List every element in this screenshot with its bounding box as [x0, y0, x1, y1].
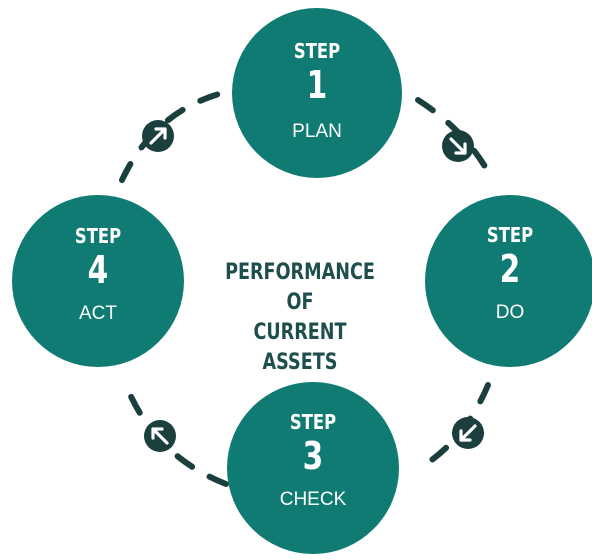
step-1-label: PLAN — [292, 121, 342, 142]
step-3-number: 3 — [302, 434, 324, 478]
center-title-line-1: PERFORMANCE OF — [225, 260, 375, 315]
arrow-up-right-icon — [142, 120, 174, 152]
arrow-down-right-icon — [442, 130, 474, 162]
step-3-word: STEP — [289, 410, 337, 434]
arrow-down-left-icon — [452, 417, 484, 449]
connector-top-left — [119, 89, 229, 183]
center-title-line-2: CURRENT ASSETS — [253, 320, 347, 375]
arrow-up-left-icon — [144, 420, 176, 452]
step-4-label: ACT — [79, 303, 117, 324]
step-3-circle: STEP 3 CHECK — [227, 382, 399, 554]
step-2-number: 2 — [499, 247, 521, 291]
step-1-word: STEP — [293, 39, 341, 63]
step-4-word: STEP — [74, 224, 122, 248]
step-2-label: DO — [495, 302, 525, 323]
step-1-number: 1 — [306, 63, 328, 107]
step-1-circle: STEP 1 PLAN — [232, 8, 402, 178]
center-title: PERFORMANCE OF CURRENT ASSETS — [200, 258, 400, 378]
step-3-label: CHECK — [279, 489, 347, 510]
step-4-circle: STEP 4 ACT — [12, 195, 184, 367]
step-4-number: 4 — [87, 248, 109, 292]
step-2-circle: STEP 2 DO — [425, 195, 592, 367]
step-2-word: STEP — [486, 223, 534, 247]
